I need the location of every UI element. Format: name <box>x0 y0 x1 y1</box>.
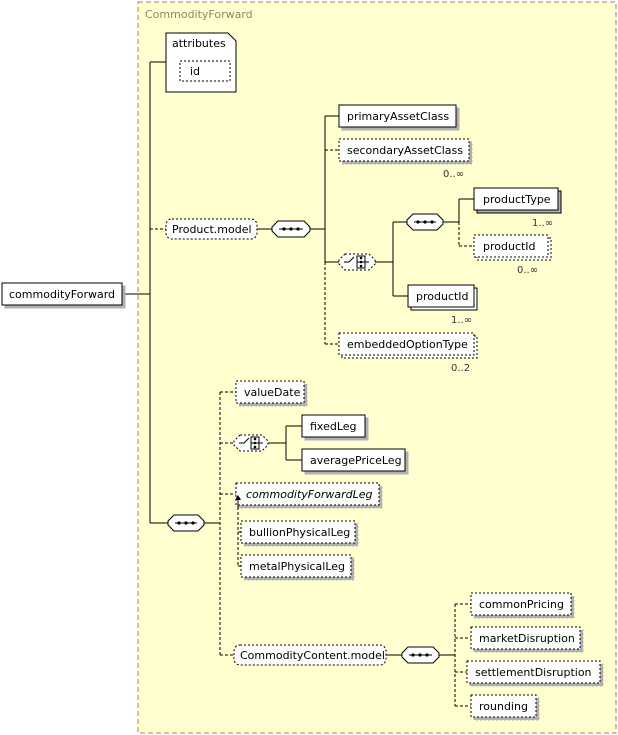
svg-text:productType: productType <box>483 193 551 206</box>
occurrence-label: 0..2 <box>451 363 470 374</box>
svg-text:embeddedOptionType: embeddedOptionType <box>347 338 468 351</box>
svg-text:commodityForward: commodityForward <box>9 288 115 301</box>
substitution-arrow-icon <box>235 495 241 510</box>
sequence-compositor-icon <box>167 514 205 532</box>
element-product-type[interactable]: productType <box>473 187 562 214</box>
connectors <box>122 61 474 707</box>
sequence-compositor-icon <box>406 213 444 231</box>
element-product-id-optional[interactable]: productId <box>473 234 552 261</box>
svg-text:marketDisruption: marketDisruption <box>479 632 575 645</box>
commodity-content-model-group[interactable]: CommodityContent.model <box>233 644 387 666</box>
element-value-date[interactable]: valueDate <box>235 380 305 404</box>
svg-text:bullionPhysicalLeg: bullionPhysicalLeg <box>249 526 350 539</box>
element-primary-asset-class[interactable]: primaryAssetClass <box>338 104 457 128</box>
occurrence-label: 1..∞ <box>532 218 553 229</box>
svg-text:metalPhysicalLeg: metalPhysicalLeg <box>249 560 345 573</box>
svg-text:productId: productId <box>416 290 469 303</box>
element-common-pricing[interactable]: commonPricing <box>470 592 572 616</box>
occurrence-label: 1..∞ <box>451 315 472 326</box>
svg-text:fixedLeg: fixedLeg <box>310 420 357 433</box>
element-secondary-asset-class[interactable]: secondaryAssetClass <box>338 138 470 162</box>
attributes-box: attributes id <box>165 32 237 93</box>
attributes-title: attributes <box>172 37 226 50</box>
svg-text:CommodityContent.model: CommodityContent.model <box>240 649 385 662</box>
element-metal-physical-leg[interactable]: metalPhysicalLeg <box>240 554 352 578</box>
svg-text:averagePriceLeg: averagePriceLeg <box>310 454 402 467</box>
svg-text:secondaryAssetClass: secondaryAssetClass <box>347 144 463 157</box>
element-settlement-disruption[interactable]: settlementDisruption <box>466 660 601 684</box>
svg-text:settlementDisruption: settlementDisruption <box>475 666 592 679</box>
group-title: CommodityForward <box>145 8 253 21</box>
choice-compositor-icon <box>338 253 376 271</box>
element-average-price-leg[interactable]: averagePriceLeg <box>301 448 406 472</box>
svg-text:rounding: rounding <box>479 700 528 713</box>
element-bullion-physical-leg[interactable]: bullionPhysicalLeg <box>240 520 356 544</box>
choice-compositor-icon <box>233 434 269 452</box>
svg-text:id: id <box>190 65 200 78</box>
svg-text:commodityForwardLeg: commodityForwardLeg <box>246 488 373 501</box>
element-commodity-forward[interactable]: commodityForward <box>1 282 123 306</box>
sequence-compositor-icon <box>401 646 440 664</box>
element-product-id[interactable]: productId <box>407 284 478 311</box>
element-market-disruption[interactable]: marketDisruption <box>470 626 581 650</box>
element-commodity-forward-leg[interactable]: commodityForwardLeg <box>235 482 380 506</box>
product-model-group[interactable]: Product.model <box>165 218 258 240</box>
svg-text:primaryAssetClass: primaryAssetClass <box>347 110 449 123</box>
element-rounding[interactable]: rounding <box>470 694 537 718</box>
attribute-id[interactable]: id <box>179 60 231 82</box>
svg-text:Product.model: Product.model <box>172 223 252 236</box>
svg-text:productId: productId <box>483 240 536 253</box>
svg-text:commonPricing: commonPricing <box>479 598 564 611</box>
sequence-compositor-icon <box>271 220 311 238</box>
occurrence-label: 0..∞ <box>443 169 464 180</box>
element-embedded-option-type[interactable]: embeddedOptionType <box>338 332 478 359</box>
occurrence-label: 0..∞ <box>517 265 538 276</box>
element-fixed-leg[interactable]: fixedLeg <box>301 414 366 438</box>
svg-text:valueDate: valueDate <box>244 386 301 399</box>
